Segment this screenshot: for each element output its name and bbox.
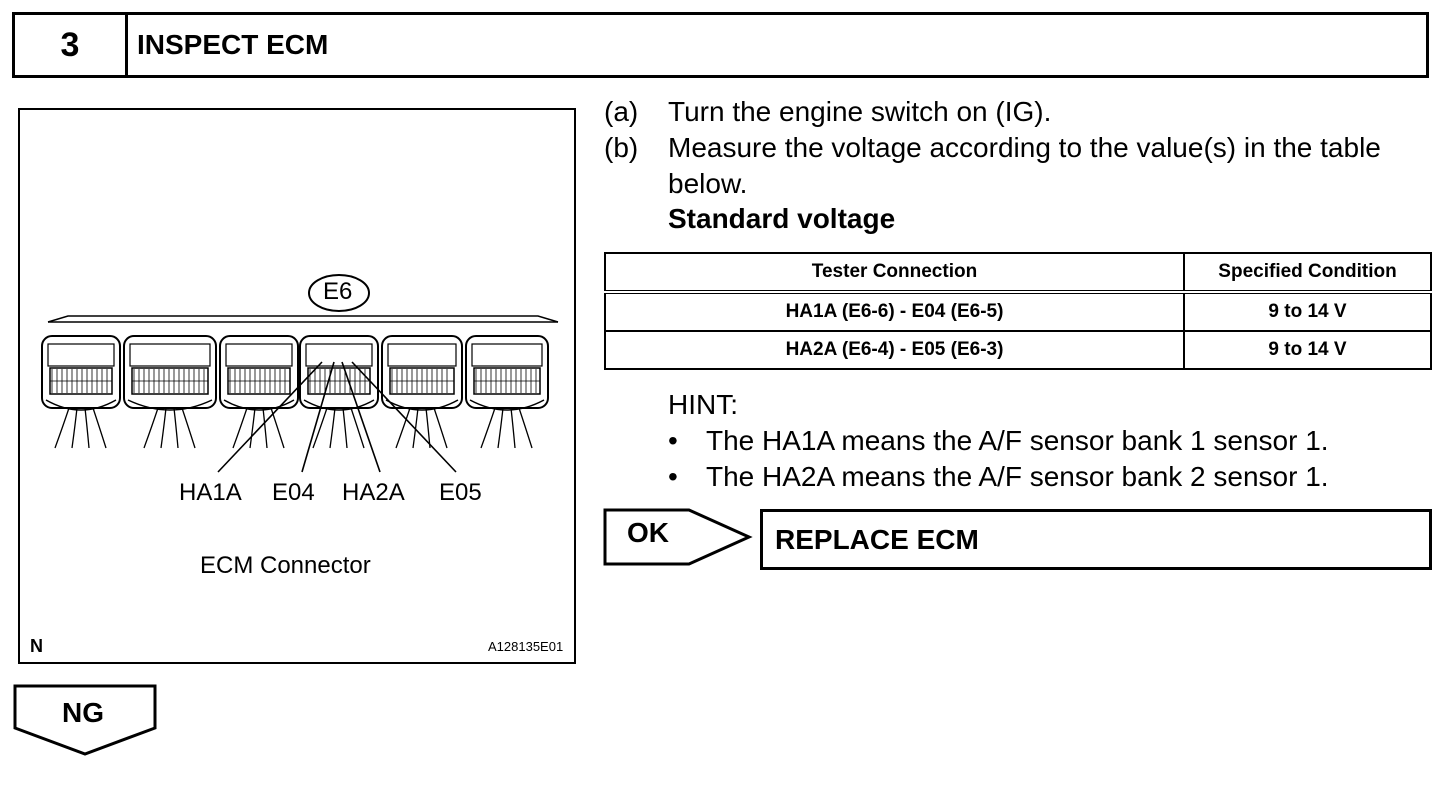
ok-arrow-shape (603, 508, 753, 566)
figure-caption: ECM Connector (200, 552, 371, 579)
step-a: (a) Turn the engine switch on (IG). (604, 94, 1404, 130)
table-cell: 9 to 14 V (1183, 330, 1432, 370)
connector-e6-callout (308, 274, 370, 312)
ecm-connector-figure: E6 HA1A E04 HA2A E05 ECM Connector N A12… (18, 108, 576, 664)
pin-label-e04: E04 (272, 479, 315, 506)
figure-code: A128135E01 (488, 639, 564, 654)
pin-label-ha2a: HA2A (342, 479, 405, 506)
ecm-connector-blocks (41, 335, 549, 449)
table-cell: HA1A (E6-6) - E04 (E6-5) (604, 291, 1185, 332)
table-row: HA2A (E6-4) - E05 (E6-3) 9 to 14 V (604, 330, 1432, 370)
ok-label: OK (627, 517, 669, 548)
connector-e6-label: E6 (323, 278, 353, 305)
ok-action-text: REPLACE ECM (775, 523, 979, 555)
ng-arrow-shape (13, 684, 157, 756)
step-b-label: (b) (604, 132, 639, 163)
table-header-row: Tester Connection Specified Condition (604, 252, 1432, 294)
figure-corner-mark: N (30, 636, 43, 656)
table-cell: 9 to 14 V (1183, 291, 1432, 332)
pin-label-e05: E05 (439, 479, 482, 506)
step-header: 3 INSPECT ECM (12, 12, 1429, 78)
spec-table: Tester Connection Specified Condition HA… (604, 252, 1432, 370)
table-header-cell: Tester Connection (604, 252, 1185, 294)
table-cell: HA2A (E6-4) - E05 (E6-3) (604, 330, 1185, 370)
ecm-connector-diagram (41, 274, 559, 473)
ng-label: NG (62, 697, 104, 728)
step-b: (b) Measure the voltage according to the… (604, 130, 1404, 202)
table-header-cell: Specified Condition (1183, 252, 1432, 294)
hint-bullet-text: The HA1A means the A/F sensor bank 1 sen… (706, 425, 1329, 456)
step-a-text: Turn the engine switch on (IG). (668, 96, 1052, 127)
hint-bullet-2: • The HA2A means the A/F sensor bank 2 s… (668, 459, 1428, 495)
ok-action-box: REPLACE ECM (760, 509, 1432, 570)
table-row: HA1A (E6-6) - E04 (E6-5) 9 to 14 V (604, 291, 1432, 332)
step-number: 3 (15, 15, 128, 75)
hint-bullet-1: • The HA1A means the A/F sensor bank 1 s… (668, 423, 1428, 459)
pin-label-ha1a: HA1A (179, 479, 242, 506)
bullet-dot: • (668, 425, 678, 456)
bullet-dot: • (668, 461, 678, 492)
hint-bullet-text: The HA2A means the A/F sensor bank 2 sen… (706, 461, 1329, 492)
step-a-label: (a) (604, 96, 639, 127)
step-b-text: Measure the voltage according to the val… (668, 132, 1381, 199)
hint-title: HINT: (668, 389, 738, 420)
standard-voltage-title: Standard voltage (668, 203, 896, 234)
step-title: INSPECT ECM (137, 29, 329, 60)
